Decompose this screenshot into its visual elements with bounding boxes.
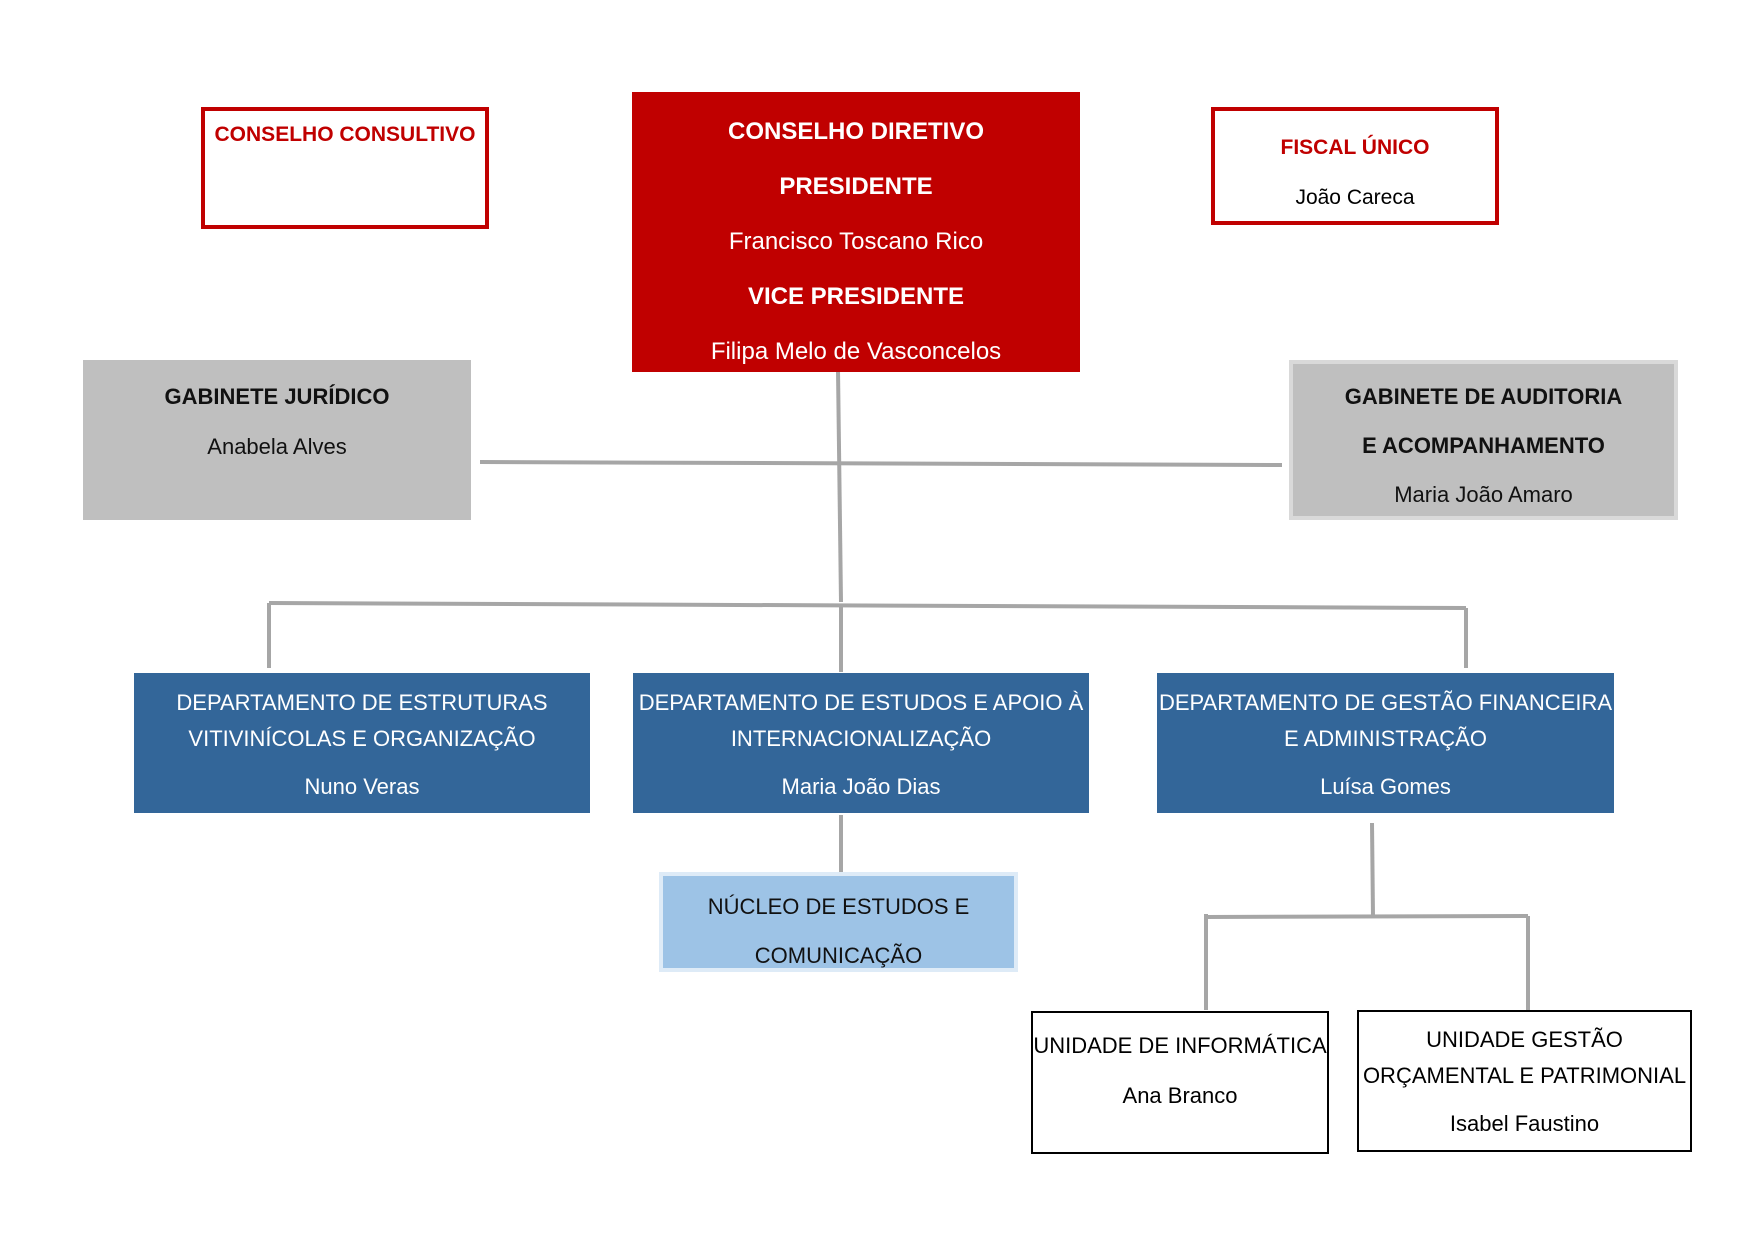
conselho-consultivo-box: CONSELHO CONSULTIVO [201, 107, 489, 229]
department-title-line1: DEPARTAMENTO DE ESTUDOS E APOIO À [638, 690, 1084, 715]
vice-president-label: VICE PRESIDENTE [747, 283, 965, 310]
unidade-gestao-name: Isabel Faustino [1449, 1111, 1600, 1136]
departamento-gestao-box: DEPARTAMENTO DE GESTÃO FINANCEIRA E ADMI… [1157, 673, 1614, 813]
department-title-line1: DEPARTAMENTO DE GESTÃO FINANCEIRA [1158, 690, 1613, 715]
department-title-line2: E ADMINISTRAÇÃO [1284, 726, 1487, 751]
unidade-gestao-title-line1: UNIDADE GESTÃO [1426, 1027, 1623, 1052]
gabinete-juridico-box: GABINETE JURÍDICO Anabela Alves [83, 360, 471, 520]
connector-units-bar [1205, 914, 1529, 919]
unidade-gestao-title-line2: ORÇAMENTAL E PATRIMONIAL [1362, 1063, 1687, 1088]
gabinete-juridico-title: GABINETE JURÍDICO [164, 384, 390, 409]
nucleo-title-line2: COMUNICAÇÃO [754, 943, 923, 968]
departamento-estruturas-box: DEPARTAMENTO DE ESTRUTURAS VITIVINÍCOLAS… [134, 673, 590, 813]
connector-board-trunk [836, 369, 843, 603]
department-title-line2: VITIVINÍCOLAS E ORGANIZAÇÃO [188, 726, 536, 751]
conselho-consultivo-title: CONSELHO CONSULTIVO [214, 123, 476, 146]
unidade-gestao-box: UNIDADE GESTÃO ORÇAMENTAL E PATRIMONIAL … [1357, 1010, 1692, 1152]
department-head-name: Maria João Dias [781, 774, 941, 799]
department-title-line2: INTERNACIONALIZAÇÃO [730, 726, 992, 751]
department-head-name: Luísa Gomes [1320, 774, 1451, 799]
department-title-line1: DEPARTAMENTO DE ESTRUTURAS [176, 690, 548, 715]
nucleo-title-line1: NÚCLEO DE ESTUDOS E [707, 894, 970, 919]
departamento-estudos-box: DEPARTAMENTO DE ESTUDOS E APOIO À INTERN… [633, 673, 1089, 813]
gabinete-auditoria-title-line1: GABINETE DE AUDITORIA [1344, 384, 1623, 409]
conselho-diretivo-title: CONSELHO DIRETIVO [727, 118, 985, 145]
department-head-name: Nuno Veras [304, 774, 420, 799]
conselho-diretivo-box: CONSELHO DIRETIVO PRESIDENTE Francisco T… [632, 92, 1080, 372]
connector-dept3-units [1370, 822, 1375, 918]
nucleo-estudos-box: NÚCLEO DE ESTUDOS E COMUNICAÇÃO [659, 872, 1018, 972]
gabinete-auditoria-box: GABINETE DE AUDITORIA E ACOMPANHAMENTO M… [1289, 360, 1678, 520]
connector-gabinetes [479, 460, 1283, 467]
fiscal-unico-title: FISCAL ÚNICO [1280, 136, 1430, 159]
president-label: PRESIDENTE [779, 173, 933, 200]
unidade-informatica-title: UNIDADE DE INFORMÁTICA [1033, 1033, 1327, 1058]
unidade-informatica-box: UNIDADE DE INFORMÁTICA Ana Branco [1031, 1011, 1329, 1154]
gabinete-auditoria-name: Maria João Amaro [1394, 482, 1573, 507]
fiscal-unico-name: João Careca [1295, 186, 1415, 209]
gabinete-auditoria-title-line2: E ACOMPANHAMENTO [1362, 433, 1605, 458]
president-name: Francisco Toscano Rico [728, 228, 984, 255]
connector-departments-bar [268, 601, 1467, 610]
fiscal-unico-box: FISCAL ÚNICO João Careca [1211, 107, 1499, 225]
unidade-informatica-name: Ana Branco [1122, 1083, 1238, 1108]
gabinete-juridico-name: Anabela Alves [207, 434, 347, 459]
vice-president-name: Filipa Melo de Vasconcelos [710, 338, 1002, 365]
